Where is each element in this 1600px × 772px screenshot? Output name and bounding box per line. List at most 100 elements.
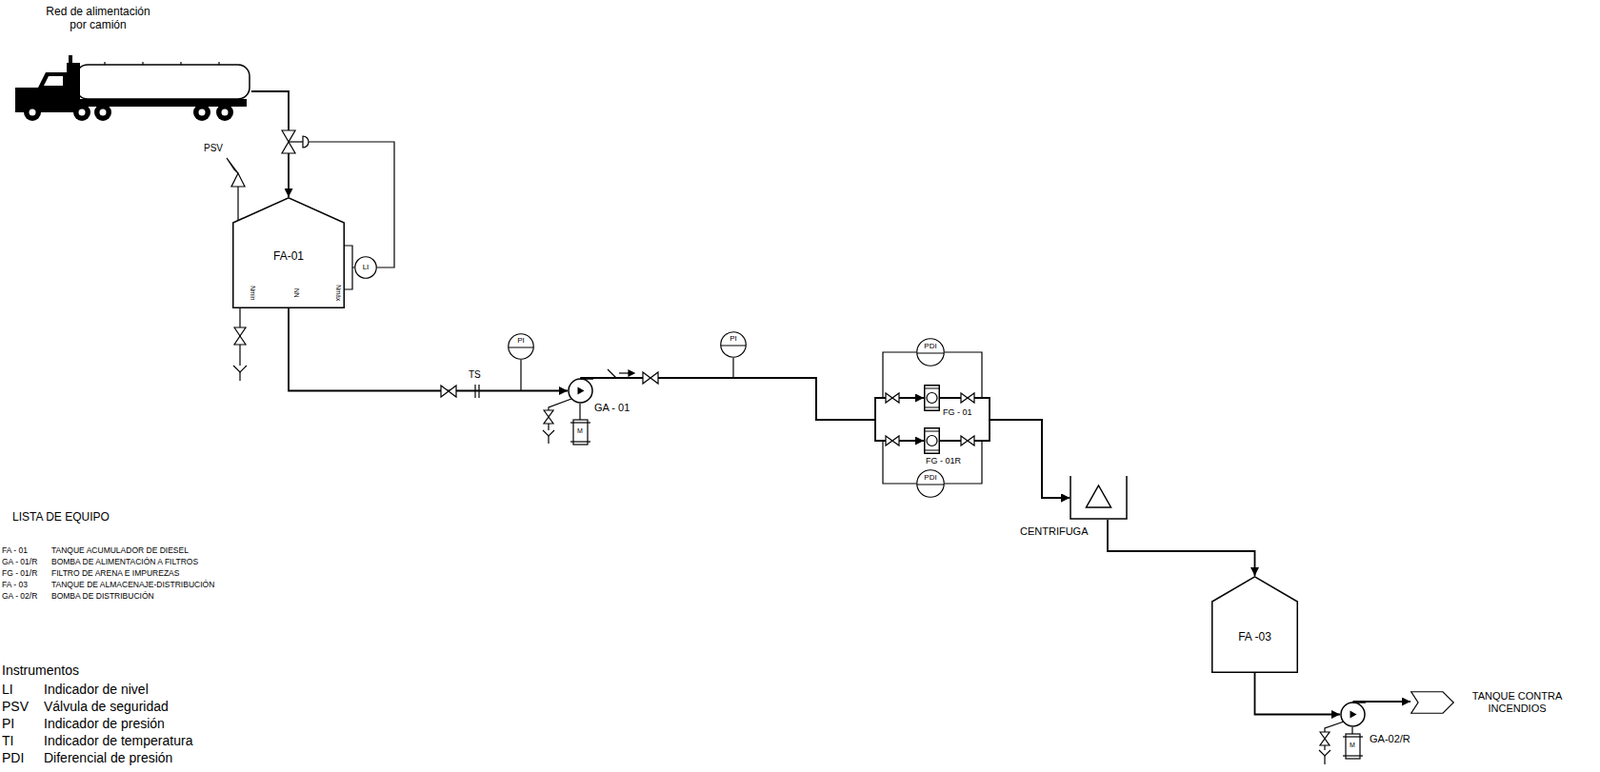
node-label: FA-01	[232, 250, 345, 264]
list-text: TANQUE DE ALMACENAJE-DISTRIBUCIÓN	[51, 580, 215, 591]
process-line	[251, 91, 289, 198]
filter-outline	[923, 427, 940, 455]
level-indicator-outline	[355, 257, 378, 280]
symbol-label: TS	[468, 369, 481, 381]
safety-valve	[226, 158, 239, 174]
instrument-tap	[520, 360, 521, 392]
list-text: TI	[1, 733, 14, 749]
pump-motor	[1342, 755, 1363, 757]
centrifuge-outline	[1086, 485, 1112, 508]
pump-outline	[1350, 711, 1358, 720]
tank-truck	[216, 103, 234, 121]
differential-pressure-indicator-outline	[917, 484, 944, 486]
pressure-indicator-outline	[508, 334, 535, 360]
tank-truck	[76, 64, 250, 100]
filter-valves	[885, 393, 975, 446]
equipment-tag: GA - 01	[594, 401, 652, 415]
list-text: PI	[1, 716, 15, 732]
list-text: BOMBA DE ALIMENTACIÓN A FILTROS	[51, 558, 199, 568]
list-text: Indicador de temperatura	[43, 733, 193, 749]
process-line	[288, 308, 568, 392]
node-label: PI	[720, 334, 747, 343]
equipment-tag: FG - 01	[942, 407, 1000, 418]
process-line	[580, 378, 925, 420]
pump-drain	[543, 410, 554, 424]
storage-tank-outline	[1212, 577, 1299, 674]
process-line	[1255, 673, 1341, 716]
pump-motor	[570, 421, 591, 423]
pump-outline	[1340, 701, 1366, 728]
list-text: LI	[1, 681, 14, 698]
differential-pressure-indicator-outline	[917, 353, 944, 355]
pump-drain	[542, 430, 555, 437]
list-text: Diferencial de presión	[43, 750, 173, 766]
list-text: LISTA DE EQUIPO	[12, 511, 110, 525]
list-text: FA - 01	[1, 546, 28, 557]
process-line	[580, 378, 925, 441]
pump-motor	[570, 403, 1363, 760]
differential-pressure-indicator: PDI	[916, 469, 945, 499]
node-label: TANQUE CONTRA INCENDIOS	[1469, 690, 1565, 715]
filter: FG - 01	[923, 384, 940, 412]
node-label: LI	[354, 262, 378, 272]
pump-drain	[548, 399, 572, 431]
filter-valves	[885, 393, 900, 403]
node-label: PDI	[916, 473, 945, 482]
tank-truck	[199, 109, 206, 117]
spool-ts	[475, 384, 480, 399]
pressure-indicator-outline	[720, 332, 747, 359]
symbol-label: M	[577, 427, 583, 436]
tank-truck	[23, 103, 41, 121]
equipment-tag: GA-02/R	[1369, 733, 1437, 746]
process-line	[940, 398, 1070, 499]
list-text: GA - 01/R	[1, 558, 38, 568]
filter-outline	[924, 428, 940, 455]
centrifuge-outline	[1069, 476, 1128, 520]
tank-truck	[218, 61, 220, 65]
check-valve	[619, 372, 629, 374]
level-signal-line	[344, 245, 353, 290]
list-text: Indicador de nivel	[43, 681, 149, 698]
tank-truck: Red de alimentación por camión	[11, 5, 252, 124]
symbol-label: M	[1349, 741, 1356, 750]
pump-motor	[579, 403, 580, 420]
node-label: NN	[292, 284, 300, 302]
filter: FG - 01R	[923, 427, 940, 455]
storage-tank-outline	[1211, 576, 1299, 674]
process-line	[1107, 520, 1256, 577]
pump-outline	[568, 379, 593, 403]
node-label: Nmin	[248, 284, 256, 302]
pump-motor	[1351, 727, 1353, 735]
node-label: Nmáx	[334, 284, 341, 302]
filter-outline	[923, 384, 940, 412]
pump-drain	[547, 436, 549, 444]
filter-outline	[924, 450, 940, 452]
tank-truck	[180, 61, 181, 65]
filter-valves	[960, 393, 975, 403]
tank-truck	[94, 103, 112, 121]
check-valve	[607, 369, 617, 379]
list-text: PSV	[1, 699, 29, 715]
pdi-lines	[882, 352, 982, 484]
filter-outline	[924, 385, 940, 412]
pump-drain	[1319, 750, 1331, 757]
list-text: FILTRO DE ARENA E IMPUREZAS	[51, 569, 180, 580]
control-valve	[281, 130, 309, 154]
pressure-indicator: PI	[507, 333, 535, 360]
tank-truck	[68, 55, 73, 65]
differential-pressure-indicator: PDI	[916, 338, 945, 367]
storage-tank-outline	[233, 198, 345, 309]
pump-motor	[1342, 736, 1363, 738]
differential-pressure-indicator-outline	[917, 339, 945, 367]
tank-truck	[221, 109, 229, 117]
filter-outline	[924, 407, 940, 409]
pdi-lines	[882, 440, 917, 484]
pump-outline	[567, 378, 594, 404]
drain-valve	[234, 327, 246, 345]
list-text: PDI	[1, 750, 24, 766]
pump-drain	[1323, 756, 1325, 765]
equipment-tag: CENTRIFUGA	[1020, 525, 1097, 539]
